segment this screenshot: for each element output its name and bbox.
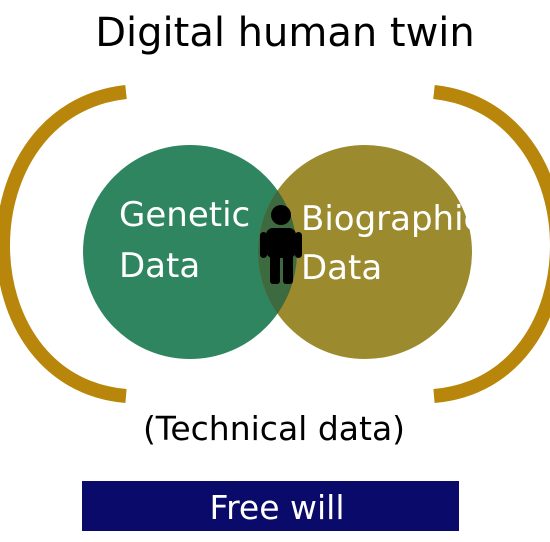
biographic-label-line2: Data bbox=[301, 248, 382, 288]
diagram-title: Digital human twin bbox=[95, 10, 475, 56]
right-bracket bbox=[433, 85, 550, 403]
technical-data-label: (Technical data) bbox=[143, 409, 405, 448]
genetic-label-line1: Genetic bbox=[119, 195, 250, 235]
biographic-data-circle bbox=[258, 145, 472, 359]
genetic-data-circle bbox=[83, 145, 297, 359]
free-will-label: Free will bbox=[209, 488, 344, 527]
person-icon bbox=[260, 205, 302, 284]
left-bracket bbox=[0, 85, 127, 403]
free-will-banner bbox=[82, 481, 459, 531]
biographic-label-line1: Biographic bbox=[301, 199, 482, 239]
genetic-label-line2: Data bbox=[119, 246, 200, 286]
